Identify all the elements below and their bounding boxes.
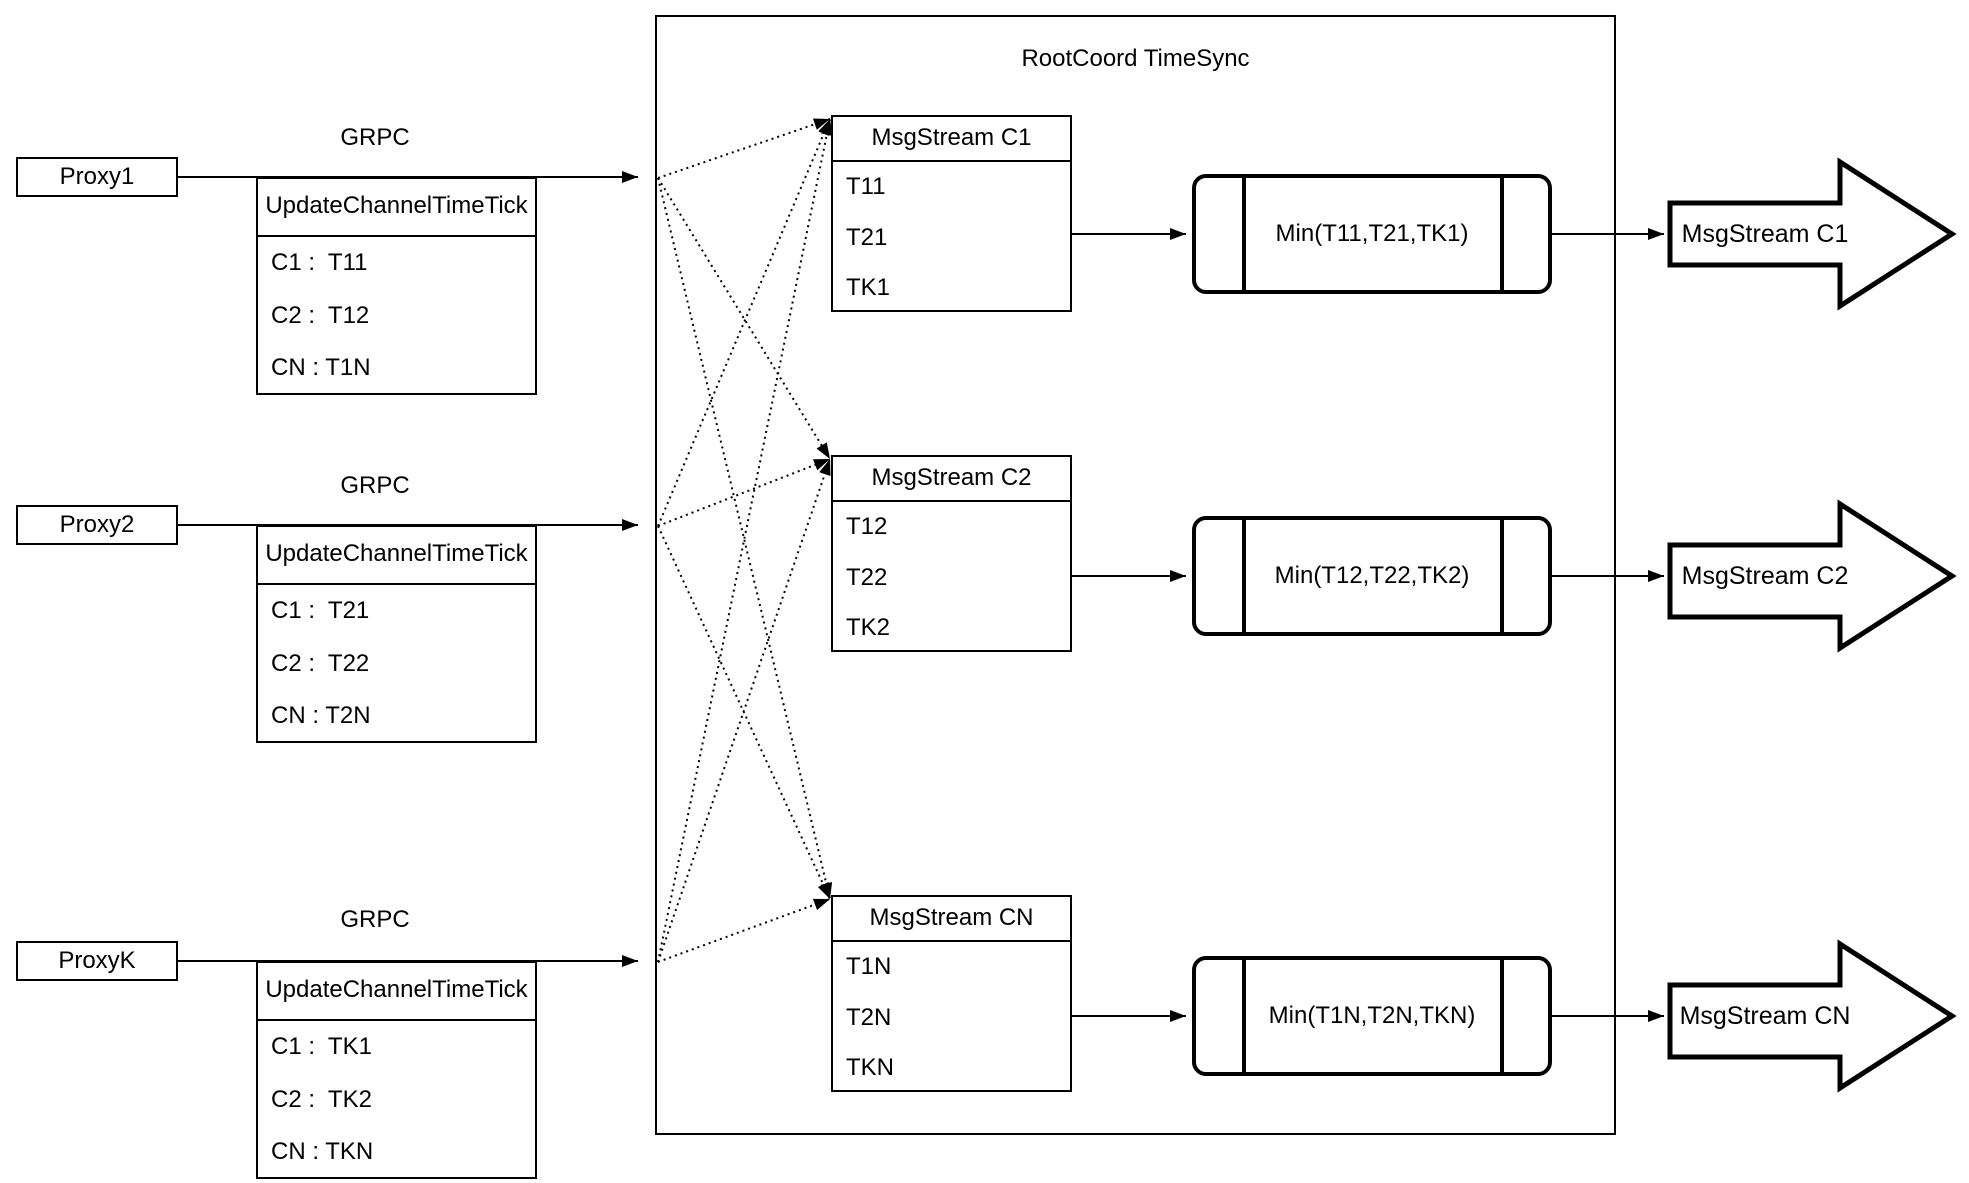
link-proxy2-c1 — [657, 118, 831, 527]
link-proxy2-cn — [657, 525, 831, 900]
timetick-row: C1 : T21 — [271, 597, 370, 624]
link-proxy1-c1 — [657, 118, 831, 179]
timetick-row: C1 : TK1 — [271, 1033, 372, 1060]
proxy1-timetick-table: UpdateChannelTimeTick C1 : T11 C2 : T12 … — [256, 177, 537, 395]
msgstream-table-header: MsgStream C2 — [833, 457, 1070, 502]
min-node-label: Min(T1N,T2N,TKN) — [1268, 1002, 1476, 1029]
grpc-label-proxy1: GRPC — [340, 124, 410, 151]
msgstream-table-header: MsgStream C1 — [833, 117, 1070, 162]
timetick-table-header: UpdateChannelTimeTick — [258, 527, 535, 585]
timetick-row: CN : T1N — [271, 354, 371, 382]
grpc-label-proxyk: GRPC — [340, 906, 410, 933]
timetick-table-header: UpdateChannelTimeTick — [258, 963, 535, 1021]
output-arrow-c2 — [1667, 499, 1957, 653]
min-node-left-bar — [1242, 960, 1246, 1072]
rootcoord-timesync-title: RootCoord TimeSync — [1021, 45, 1250, 72]
output-arrow-cn — [1667, 939, 1957, 1093]
link-proxy1-c2 — [657, 177, 831, 460]
timetick-row: C2 : T22 — [271, 649, 370, 677]
proxy2-box: Proxy2 — [16, 505, 178, 545]
timetick-row: CN : T2N — [271, 702, 371, 730]
output-arrow-c1 — [1667, 157, 1957, 311]
min-node-right-bar — [1500, 960, 1504, 1072]
proxyk-timetick-table: UpdateChannelTimeTick C1 : TK1 C2 : TK2 … — [256, 961, 537, 1179]
proxy2-timetick-table: UpdateChannelTimeTick C1 : T21 C2 : T22 … — [256, 525, 537, 743]
grpc-label-proxy2: GRPC — [340, 472, 410, 499]
timetick-row: C2 : TK2 — [271, 1085, 372, 1113]
tick-row: T21 — [846, 223, 888, 251]
msgstream-cn-table: MsgStream CN T1N T2N TKN — [831, 895, 1072, 1092]
min-node-right-bar — [1500, 178, 1504, 290]
output-arrow-c1-label: MsgStream C1 — [1681, 220, 1849, 248]
tick-row: T2N — [846, 1003, 892, 1031]
timetick-table-header: UpdateChannelTimeTick — [258, 179, 535, 237]
min-node-c1: Min(T11,T21,TK1) — [1192, 174, 1552, 294]
msgstream-c1-table: MsgStream C1 T11 T21 TK1 — [831, 115, 1072, 312]
output-arrow-cn-label: MsgStream CN — [1679, 1002, 1851, 1030]
min-node-left-bar — [1242, 520, 1246, 632]
msgstream-c2-table: MsgStream C2 T12 T22 TK2 — [831, 455, 1072, 652]
proxy1-box: Proxy1 — [16, 157, 178, 197]
min-node-label: Min(T11,T21,TK1) — [1275, 220, 1469, 247]
tick-row: T1N — [846, 953, 892, 980]
min-node-label: Min(T12,T22,TK2) — [1274, 562, 1470, 589]
min-node-cn: Min(T1N,T2N,TKN) — [1192, 956, 1552, 1076]
tick-row: TK2 — [846, 614, 891, 642]
timetick-row: C2 : T12 — [271, 301, 370, 329]
min-node-left-bar — [1242, 178, 1246, 290]
tick-row: TKN — [846, 1054, 894, 1082]
link-proxyk-c2 — [657, 458, 831, 963]
timetick-row: CN : TKN — [271, 1138, 374, 1166]
tick-row: T12 — [846, 513, 888, 540]
output-arrow-c2-label: MsgStream C2 — [1681, 562, 1849, 590]
dotted-links — [657, 118, 833, 963]
proxyk-box: ProxyK — [16, 941, 178, 981]
link-proxy2-c2 — [657, 458, 831, 527]
tick-row: T22 — [846, 563, 888, 591]
rootcoord-timesync-box — [655, 15, 1616, 1135]
timetick-row: C1 : T11 — [271, 249, 368, 276]
tick-row: T11 — [846, 173, 886, 200]
tick-row: TK1 — [846, 274, 891, 302]
min-node-right-bar — [1500, 520, 1504, 632]
msgstream-table-header: MsgStream CN — [833, 897, 1070, 942]
link-proxyk-cn — [657, 898, 831, 963]
min-node-c2: Min(T12,T22,TK2) — [1192, 516, 1552, 636]
